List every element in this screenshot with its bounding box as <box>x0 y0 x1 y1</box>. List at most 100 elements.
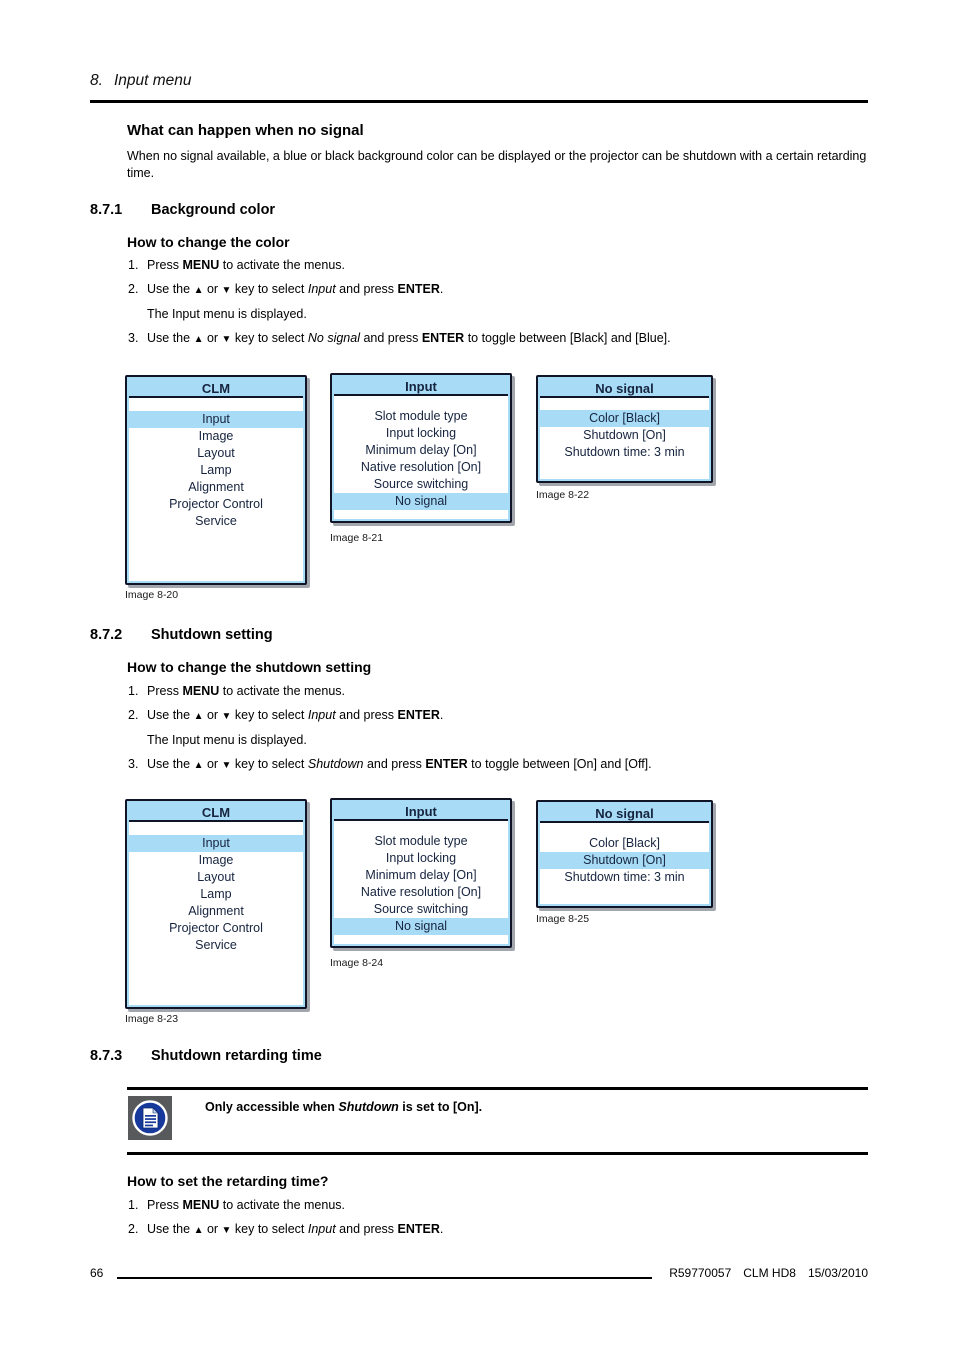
intro-heading: What can happen when no signal <box>127 122 364 139</box>
section-number: 8.7.3 <box>90 1048 123 1064</box>
step-item: 3. Use the ▲ or ▼ key to select Shutdown… <box>128 756 652 774</box>
step-text: Press MENU to activate the menus. <box>147 258 346 272</box>
section-title: Background color <box>151 202 276 218</box>
menu-item: Lamp <box>200 887 232 901</box>
menu-item: Shutdown time: 3 min <box>564 870 685 884</box>
chapter-title: Input menu <box>113 72 192 89</box>
menu-title: Input <box>334 377 508 396</box>
howto-heading-871: How to change the color <box>127 234 290 250</box>
chapter-header: 8. Input menu <box>90 72 192 90</box>
howto-heading-873: How to set the retarding time? <box>127 1173 329 1189</box>
footer-date: 15/03/2010 <box>807 1266 868 1280</box>
steps-871: 1. Press MENU to activate the menus. 2. … <box>128 257 671 355</box>
step-item: 2. Use the ▲ or ▼ key to select Input an… <box>128 707 652 725</box>
step-item: 1. Press MENU to activate the menus. <box>128 684 346 698</box>
menu-item: Service <box>195 514 237 528</box>
section-title: Shutdown setting <box>151 627 273 643</box>
menu-item: Color [Black] <box>589 836 660 850</box>
section-heading-873: 8.7.3 Shutdown retarding time <box>90 1048 322 1064</box>
step-text: Use the ▲ or ▼ key to select Shutdown an… <box>147 757 652 771</box>
step-item: 1. Press MENU to activate the menus. <box>128 258 346 272</box>
step-text: Use the ▲ or ▼ key to select Input and p… <box>147 1222 444 1236</box>
menu-item: No signal <box>334 493 508 510</box>
step-text: Use the ▲ or ▼ key to select No signal a… <box>147 331 671 345</box>
menu-item-list: Color [Black] Shutdown [On]Shutdown time:… <box>540 835 709 886</box>
step-text: Use the ▲ or ▼ key to select Input and p… <box>147 282 444 296</box>
menu-screenshot-no-signal: No signal Color [Black]Shutdown [On]Shut… <box>536 375 713 483</box>
menu-item: Slot module type <box>374 409 468 423</box>
figure-caption: Image 8-23 <box>125 1013 179 1025</box>
menu-item: Source switching <box>373 902 469 916</box>
figure-caption: Image 8-24 <box>330 957 384 969</box>
note-text: Only accessible when Shutdown is set to … <box>205 1100 483 1114</box>
step-item: 3. Use the ▲ or ▼ key to select No signa… <box>128 330 671 348</box>
menu-screenshot-no-signal: No signal Color [Black] Shutdown [On]Shut… <box>536 800 713 908</box>
menu-item-list: Color [Black]Shutdown [On]Shutdown time:… <box>540 410 709 461</box>
steps-873: 1. Press MENU to activate the menus. 2. … <box>128 1197 443 1246</box>
figure-caption: Image 8-22 <box>536 489 590 501</box>
footer-doc-info: R59770057 CLM HD8 15/03/2010 <box>657 1266 868 1280</box>
figure-caption: Image 8-20 <box>125 589 179 601</box>
menu-item: Layout <box>197 446 235 460</box>
footer-page-number: 66 <box>90 1266 104 1280</box>
menu-item: Image <box>198 853 234 867</box>
menu-item: Alignment <box>188 480 244 494</box>
menu-item: Minimum delay [On] <box>365 443 477 457</box>
step-item: 2. Use the ▲ or ▼ key to select Input an… <box>128 1221 443 1239</box>
menu-item: Alignment <box>188 904 244 918</box>
note-rule-top <box>127 1087 868 1090</box>
menu-item: Slot module type <box>374 834 468 848</box>
menu-title: No signal <box>540 379 709 398</box>
menu-item: Native resolution [On] <box>360 885 482 899</box>
menu-item: Input locking <box>385 426 457 440</box>
menu-item: Minimum delay [On] <box>365 868 477 882</box>
chapter-number: 8. <box>90 72 103 89</box>
menu-item: Shutdown [On] <box>540 852 709 869</box>
menu-item: Service <box>195 938 237 952</box>
step-text: Press MENU to activate the menus. <box>147 1198 346 1212</box>
menu-title: CLM <box>129 803 303 822</box>
menu-title: Input <box>334 802 508 821</box>
footer-product: CLM HD8 <box>743 1266 796 1280</box>
menu-title: CLM <box>129 379 303 398</box>
steps-872: 1. Press MENU to activate the menus. 2. … <box>128 683 652 781</box>
note-icon <box>128 1096 172 1140</box>
menu-item: Projector Control <box>169 497 263 511</box>
step-result-text: The Input menu is displayed. <box>147 733 307 747</box>
menu-item: Color [Black] <box>540 410 709 427</box>
figure-caption: Image 8-21 <box>330 532 384 544</box>
menu-title: No signal <box>540 804 709 823</box>
footer-doc-ref: R59770057 <box>669 1266 732 1280</box>
section-heading-871: 8.7.1 Background color <box>90 202 275 218</box>
figure-caption: Image 8-25 <box>536 913 590 925</box>
step-text: Use the ▲ or ▼ key to select Input and p… <box>147 708 444 722</box>
intro-body: When no signal available, a blue or blac… <box>127 149 867 180</box>
menu-item: Shutdown [On] <box>583 428 666 442</box>
header-rule <box>90 100 868 103</box>
menu-item: Input <box>129 411 303 428</box>
footer-line <box>117 1277 652 1279</box>
menu-item: Input <box>129 835 303 852</box>
section-number: 8.7.1 <box>90 202 123 218</box>
section-heading-872: 8.7.2 Shutdown setting <box>90 627 273 643</box>
section-title: Shutdown retarding time <box>151 1048 322 1064</box>
menu-item: Image <box>198 429 234 443</box>
section-number: 8.7.2 <box>90 627 123 643</box>
menu-item: Input locking <box>385 851 457 865</box>
note-rule-bottom <box>127 1152 868 1155</box>
menu-item: No signal <box>334 918 508 935</box>
step-item: 2. Use the ▲ or ▼ key to select Input an… <box>128 281 671 299</box>
menu-item: Projector Control <box>169 921 263 935</box>
menu-item: Layout <box>197 870 235 884</box>
howto-heading-872: How to change the shutdown setting <box>127 659 372 675</box>
step-text: Press MENU to activate the menus. <box>147 684 346 698</box>
step-item: 1. Press MENU to activate the menus. <box>128 1198 346 1212</box>
